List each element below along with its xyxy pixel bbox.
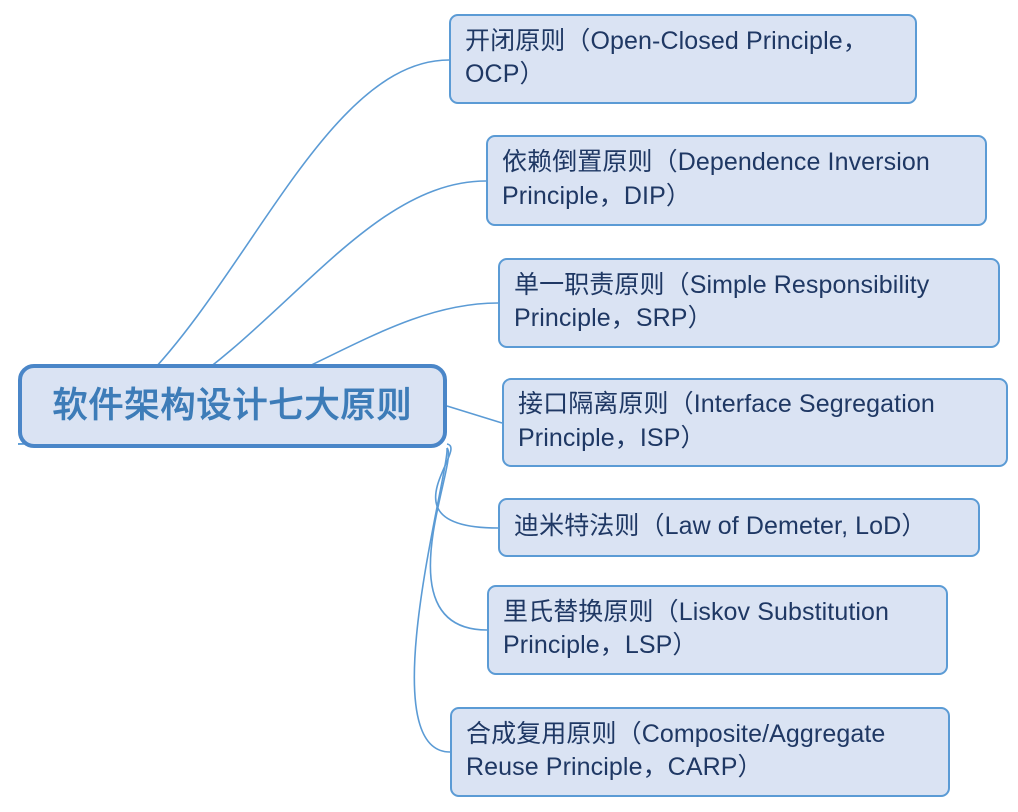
node-liskov-substitution-principle[interactable]: 里氏替换原则（Liskov Substitution Principle，LSP… bbox=[487, 585, 948, 675]
node-label-srp: 单一职责原则（Simple Responsibility Principle，S… bbox=[514, 270, 930, 332]
node-label-isp: 接口隔离原则（Interface Segregation Principle，I… bbox=[518, 390, 935, 452]
connector-root-to-lsp bbox=[429, 447, 488, 631]
node-interface-segregation-principle[interactable]: 接口隔离原则（Interface Segregation Principle，I… bbox=[502, 378, 1008, 467]
connector-root-to-carp bbox=[413, 447, 451, 753]
node-law-of-demeter[interactable]: 迪米特法则（Law of Demeter, LoD） bbox=[498, 498, 980, 557]
node-label-dip: 依赖倒置原则（Dependence Inversion Principle，DI… bbox=[502, 148, 930, 210]
connector-root-to-lod bbox=[434, 443, 499, 529]
root-node[interactable]: 软件架构设计七大原则 bbox=[18, 364, 447, 448]
root-node-label: 软件架构设计七大原则 bbox=[52, 385, 413, 425]
node-simple-responsibility-principle[interactable]: 单一职责原则（Simple Responsibility Principle，S… bbox=[498, 258, 1000, 348]
node-label-ocp: 开闭原则（Open-Closed Principle，OCP） bbox=[465, 26, 868, 88]
node-composite-aggregate-reuse-principle[interactable]: 合成复用原则（Composite/Aggregate Reuse Princip… bbox=[450, 707, 950, 797]
node-label-lsp: 里氏替换原则（Liskov Substitution Principle，LSP… bbox=[503, 597, 890, 659]
node-open-closed-principle[interactable]: 开闭原则（Open-Closed Principle，OCP） bbox=[449, 14, 917, 104]
node-label-carp: 合成复用原则（Composite/Aggregate Reuse Princip… bbox=[466, 719, 886, 781]
node-dependence-inversion-principle[interactable]: 依赖倒置原则（Dependence Inversion Principle，DI… bbox=[486, 135, 987, 226]
connector-root-to-isp bbox=[446, 405, 503, 424]
node-label-lod: 迪米特法则（Law of Demeter, LoD） bbox=[514, 511, 927, 540]
